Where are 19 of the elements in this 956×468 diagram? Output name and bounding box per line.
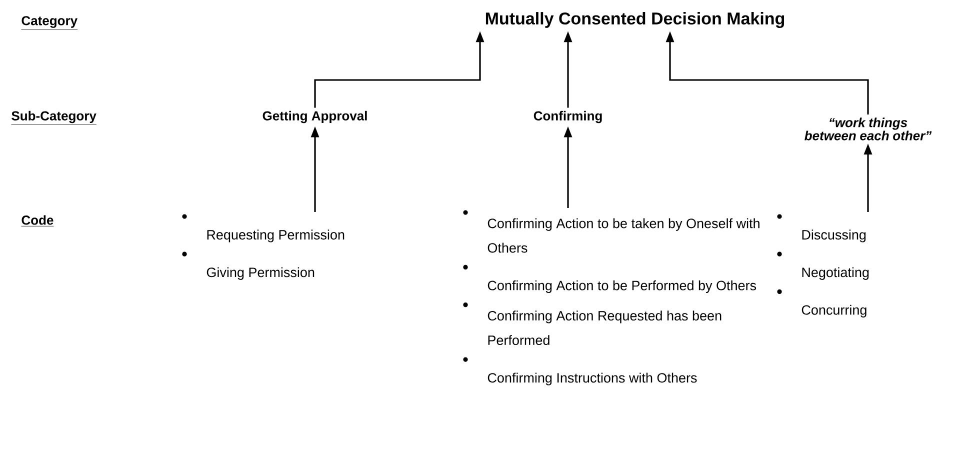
category-heading: Mutually Consented Decision Making <box>486 12 784 28</box>
subcategory-heading: Confirming <box>534 110 602 124</box>
subcategory-heading: “work things between each other” <box>804 118 932 140</box>
code-list: Discussing Negotiating Concurring <box>777 214 869 318</box>
node-label: Confirming Action Requested has been Performed <box>488 310 722 346</box>
node-label: Concurring <box>802 304 866 318</box>
code-list: Requesting Permission Giving Permission <box>182 214 344 280</box>
subcategory-heading: Getting Approval <box>262 110 367 124</box>
row-label: Category <box>21 16 78 30</box>
row-label: Sub-Category <box>11 110 97 125</box>
node-label: Confirming Instructions with Others <box>488 372 697 386</box>
node-label: Confirming Action to be taken by Oneself with Others <box>488 218 760 253</box>
node-label: Discussing <box>802 230 866 242</box>
code-list: Confirming Action to be taken by Oneself with Others Confirming Action to be Performed by Others Confirming Action Requested has been Performed Confirming Instructions with Others <box>463 210 760 386</box>
node-label: Requesting Permission <box>207 230 344 242</box>
node-label: Negotiating <box>802 267 869 280</box>
row-label: Code <box>21 215 54 226</box>
node-label: Giving Permission <box>206 267 314 280</box>
node-label: Confirming Action to be Performed by Others <box>488 280 756 293</box>
